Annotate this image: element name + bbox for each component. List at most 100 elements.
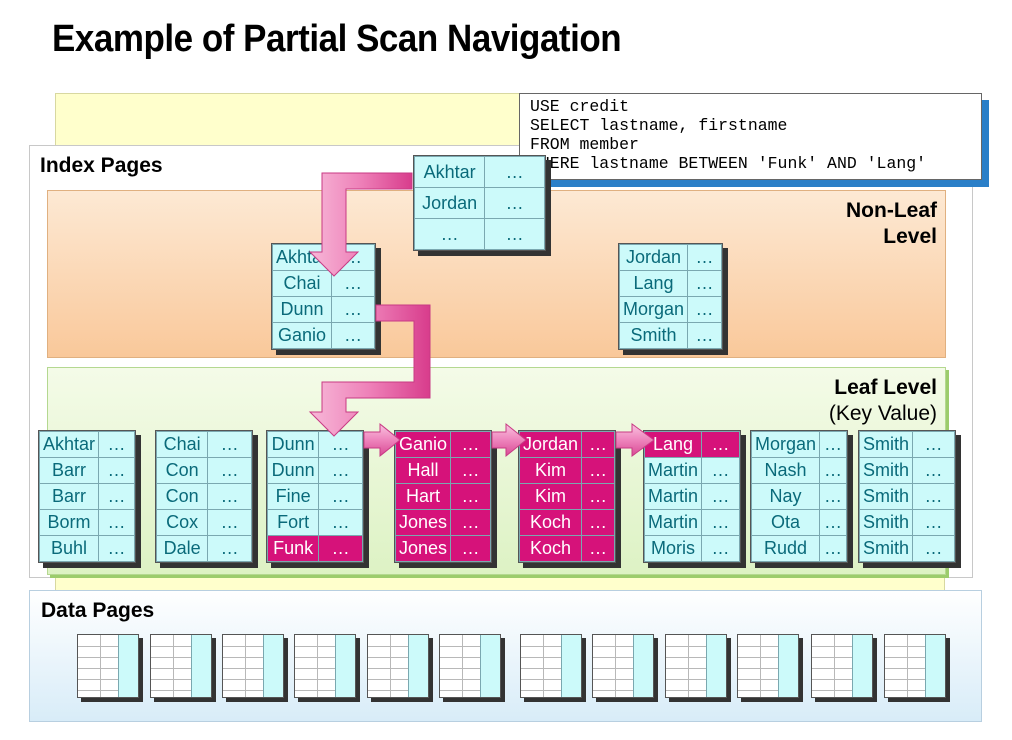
index-row: Con… <box>155 483 252 510</box>
index-row: Smith… <box>618 322 722 349</box>
index-key-cell: Con <box>155 483 209 510</box>
index-key-cell: Nay <box>750 483 821 510</box>
index-key-cell: Smith <box>858 483 914 510</box>
index-pointer-cell: … <box>687 244 722 271</box>
index-pointer-cell: … <box>98 431 135 458</box>
index-row: Akhtar… <box>413 156 545 188</box>
index-key-cell: Rudd <box>750 535 821 562</box>
index-pointer-cell: … <box>581 431 615 458</box>
index-row: Kim… <box>518 483 615 510</box>
index-key-cell: Cox <box>155 509 209 536</box>
data-page <box>439 634 501 698</box>
index-pointer-cell: … <box>687 270 722 297</box>
index-pointer-cell: … <box>912 483 955 510</box>
index-row: Barr… <box>38 483 135 510</box>
index-pointer-cell: … <box>207 431 252 458</box>
index-pointer-cell: … <box>450 483 491 510</box>
index-pointer-cell: … <box>701 431 740 458</box>
index-pointer-cell: … <box>819 457 847 484</box>
index-pointer-cell: … <box>701 457 740 484</box>
index-pointer-cell: … <box>819 535 847 562</box>
index-row: Martin… <box>643 509 740 536</box>
index-pointer-cell: … <box>450 509 491 536</box>
index-key-cell: Smith <box>858 431 914 458</box>
index-row: Jones… <box>394 509 491 536</box>
index-pointer-cell: … <box>687 322 722 349</box>
index-key-cell: Ganio <box>394 431 452 458</box>
index-key-cell: Ota <box>750 509 821 536</box>
index-key-cell: Morgan <box>750 431 821 458</box>
index-pointer-cell: … <box>318 483 363 510</box>
index-key-cell: Jordan <box>413 187 486 219</box>
index-key-cell: Hart <box>394 483 452 510</box>
index-key-cell: Ganio <box>271 322 333 349</box>
index-row: Hall… <box>394 457 491 484</box>
index-pointer-cell: … <box>207 483 252 510</box>
root-page-table: Akhtar…Jordan…… … <box>413 156 545 250</box>
index-key-cell: Kim <box>518 483 583 510</box>
index-key-cell: Dunn <box>266 457 320 484</box>
index-row: Dunn… <box>271 296 375 323</box>
index-pointer-cell: … <box>207 509 252 536</box>
nonleaf-page-2: Jordan…Lang…Morgan…Smith… <box>618 243 723 350</box>
data-page <box>665 634 727 698</box>
data-page <box>294 634 356 698</box>
index-pointer-cell: … <box>98 457 135 484</box>
index-pointer-cell: … <box>484 156 545 188</box>
index-pointer-cell: … <box>450 535 491 562</box>
index-pointer-cell: … <box>701 535 740 562</box>
index-pointer-cell: … <box>98 509 135 536</box>
index-row: Akhtar… <box>271 244 375 271</box>
index-row: Kim… <box>518 457 615 484</box>
index-key-cell: Smith <box>618 322 689 349</box>
index-row: Dunn… <box>266 431 363 458</box>
nonleaf-page-table: Jordan…Lang…Morgan…Smith… <box>618 244 722 349</box>
index-key-cell: Martin <box>643 509 703 536</box>
index-row: Nay… <box>750 483 847 510</box>
index-pointer-cell: … <box>581 509 615 536</box>
index-pointer-cell: … <box>912 509 955 536</box>
non-leaf-level-label: Non-Leaf Level <box>846 198 937 250</box>
nonleaf-page-table: Akhtar…Chai…Dunn…Ganio… <box>271 244 375 349</box>
index-key-cell: Chai <box>155 431 209 458</box>
index-pointer-cell: … <box>912 535 955 562</box>
index-row: Con… <box>155 457 252 484</box>
index-pointer-cell: … <box>687 296 722 323</box>
data-page <box>222 634 284 698</box>
index-key-cell: Chai <box>271 270 333 297</box>
leaf-page-7: Morgan…Nash…Nay…Ota…Rudd… <box>750 430 848 563</box>
index-row: Hart… <box>394 483 491 510</box>
index-pointer-cell: … <box>701 509 740 536</box>
index-key-cell: Moris <box>643 535 703 562</box>
index-row: Martin… <box>643 457 740 484</box>
index-pointer-cell: … <box>581 457 615 484</box>
index-row: Chai… <box>271 270 375 297</box>
index-pointer-cell: … <box>98 483 135 510</box>
index-key-cell: Borm <box>38 509 100 536</box>
index-key-cell: Kim <box>518 457 583 484</box>
index-key-cell: Jordan <box>618 244 689 271</box>
leaf-label-line1: Leaf Level <box>834 376 937 399</box>
leaf-page-table: Smith…Smith…Smith…Smith…Smith… <box>858 431 955 562</box>
index-key-cell: Con <box>155 457 209 484</box>
index-key-cell: Akhtar <box>413 156 486 188</box>
index-key-cell: Dunn <box>271 296 333 323</box>
index-row: Morgan… <box>618 296 722 323</box>
data-page <box>811 634 873 698</box>
index-row: Moris… <box>643 535 740 562</box>
index-row: Ganio… <box>271 322 375 349</box>
index-row: Barr… <box>38 457 135 484</box>
index-row: Koch… <box>518 535 615 562</box>
index-row: Jordan… <box>413 187 545 219</box>
index-pointer-cell: … <box>484 218 545 250</box>
index-row: Smith… <box>858 535 955 562</box>
index-row: Jones… <box>394 535 491 562</box>
index-row: Nash… <box>750 457 847 484</box>
data-pages-label: Data Pages <box>41 599 155 622</box>
leaf-page-5: Jordan…Kim…Kim…Koch…Koch… <box>518 430 616 563</box>
non-leaf-label-line1: Non-Leaf <box>846 199 937 222</box>
index-key-cell: Martin <box>643 457 703 484</box>
index-key-cell: Barr <box>38 483 100 510</box>
index-row: Cox… <box>155 509 252 536</box>
index-pointer-cell: … <box>207 457 252 484</box>
